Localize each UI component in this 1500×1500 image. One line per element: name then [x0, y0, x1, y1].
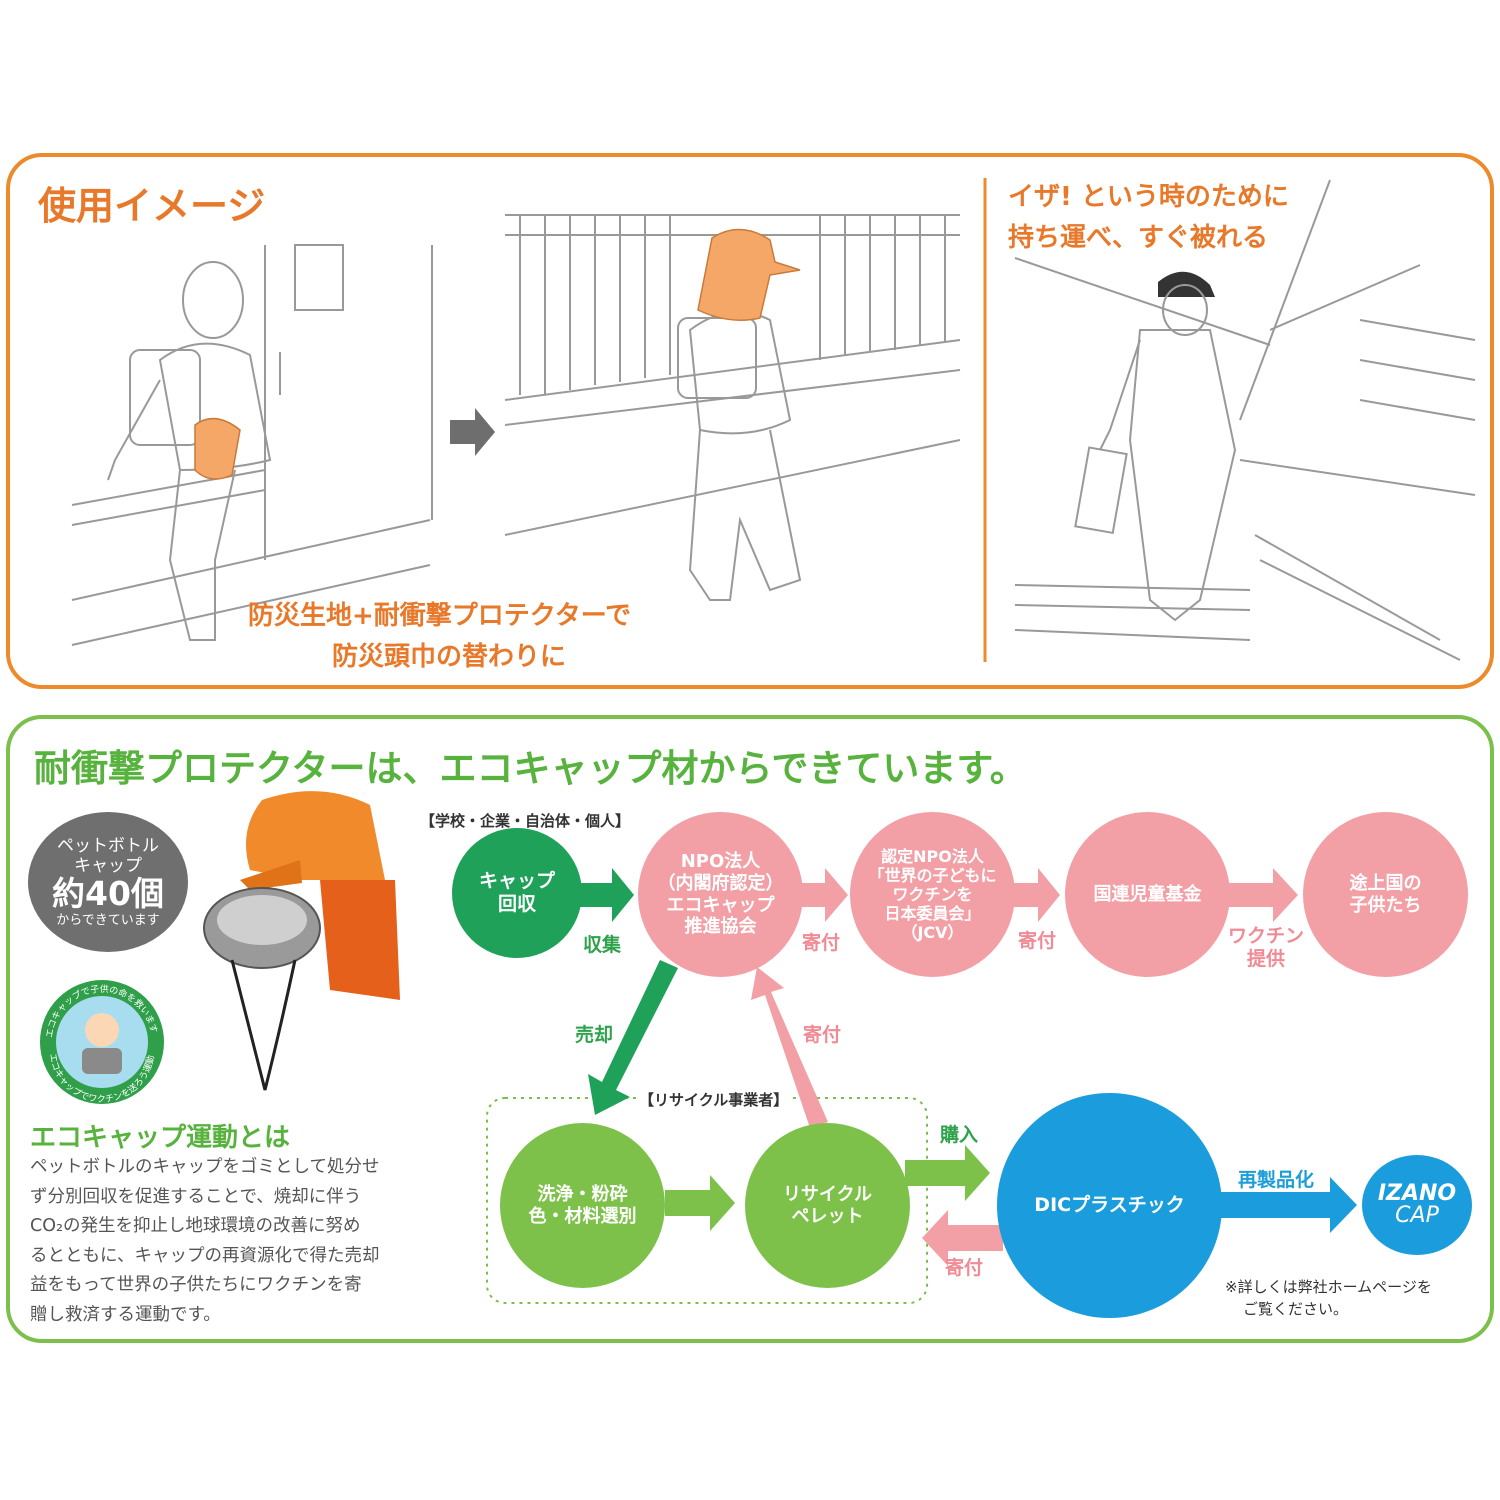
node-text: DICプラスチック	[1034, 1194, 1185, 1217]
movement-title: エコキャップ運動とは	[30, 1123, 291, 1153]
arrow-collect	[573, 868, 634, 922]
node-text: エコキャップ	[666, 894, 775, 916]
node-text: 洗浄・粉砕	[537, 1183, 628, 1205]
arrow-remanufacture	[1215, 1177, 1357, 1233]
node-text: 回収	[497, 893, 536, 915]
edge-text: 提供	[1247, 947, 1286, 970]
node-text: 日本委員会」	[884, 904, 981, 924]
right-title-line1: イザ! という時のために	[1008, 182, 1289, 212]
arrow-donate-up	[751, 967, 828, 1128]
group-top-label: 【学校・企業・自治体・個人】	[420, 812, 631, 830]
node-jcv: 認定NPO法人 「世界の子どもに ワクチンを 日本委員会」 （JCV）	[850, 812, 1015, 977]
badge-line1: ペットボトル	[57, 835, 159, 856]
footnote-line: ※詳しくは弊社ホームページを	[1225, 1278, 1432, 1296]
movement-line: ペットボトルのキャップをゴミとして処分せ	[30, 1157, 380, 1177]
scene-businessman-stairs	[1014, 179, 1476, 661]
node-text: 色・材料選別	[528, 1205, 637, 1227]
node-children: 途上国の 子供たち	[1303, 812, 1468, 977]
usage-panel	[6, 153, 1494, 689]
gray-arrow-icon	[450, 408, 495, 456]
movement-text: ペットボトルのキャップをゴミとして処分せ ず分別回収を促進することで、焼却に伴う…	[30, 1153, 379, 1330]
right-title-line2: 持ち運べ、すぐ被れる	[1008, 223, 1269, 253]
node-unicef: 国連児童基金	[1065, 812, 1230, 977]
arrow-donate2	[1010, 868, 1060, 922]
usage-title: 使用イメージ	[38, 184, 266, 228]
node-text: 「世界の子どもに	[868, 865, 997, 885]
arrow-donate1	[790, 868, 848, 922]
eco-panel	[6, 715, 1494, 1343]
node-text: ペレット	[791, 1205, 864, 1227]
badge-count: 約40個	[52, 874, 164, 914]
node-text: ワクチンを	[892, 884, 973, 904]
arrow-purchase	[905, 1145, 990, 1201]
edge-vaccine-label: ワクチン 提供	[1228, 925, 1304, 971]
arrow-donate-back	[922, 1210, 1003, 1266]
group-recycle-label: 【リサイクル事業者】	[636, 1089, 792, 1110]
edge-sell-label: 売却	[575, 1024, 614, 1046]
edge-purchase-label: 購入	[940, 1124, 979, 1146]
badge-line3: からできています	[56, 912, 160, 928]
node-text: （JCV）	[901, 923, 964, 943]
node-text: 途上国の	[1349, 872, 1422, 894]
node-text: CAP	[1395, 1203, 1439, 1228]
node-npo: NPO法人 （内閣府認定） エコキャップ 推進協会	[638, 812, 803, 977]
eco-title: 耐衝撃プロテクターは、エコキャップ材からできています。	[34, 747, 1027, 790]
movement-line: CO₂の発生を抑止し地球環境の改善に努め	[30, 1216, 361, 1236]
node-text: NPO法人	[680, 851, 761, 873]
edge-donate1-label: 寄付	[802, 932, 841, 954]
hood-bag-icon	[194, 417, 241, 480]
edge-donate-back-label: 寄付	[945, 1257, 984, 1279]
node-izano-cap: IZANO CAP	[1362, 1155, 1472, 1255]
usage-caption-line1: 防災生地+耐衝撃プロテクターで	[248, 601, 632, 631]
badge-line2: キャップ	[74, 856, 142, 877]
node-text: （内閣府認定）	[657, 872, 784, 894]
node-text: リサイクル	[782, 1183, 873, 1205]
node-wash: 洗浄・粉砕 色・材料選別	[500, 1123, 665, 1288]
eco-cap-logo: エコキャップで子供の命を救います エコキャップでワクチンを送ろう運動	[40, 980, 164, 1105]
node-dic: DICプラスチック	[997, 1093, 1222, 1318]
movement-line: ず分別回収を促進することで、焼却に伴う	[30, 1186, 362, 1207]
edge-donate2-label: 寄付	[1018, 930, 1057, 952]
orange-hood-icon	[697, 228, 801, 321]
arrow-vaccine	[1228, 868, 1298, 922]
flow-arrows	[573, 868, 1357, 1266]
edge-collect-label: 収集	[583, 934, 622, 956]
node-pellet: リサイクル ペレット	[745, 1123, 910, 1288]
arrow-sell	[588, 960, 678, 1115]
movement-line: るとともに、キャップの再資源化で得た売却	[30, 1245, 380, 1266]
businessman-head-icon	[1162, 284, 1208, 336]
bottle-cap-badge: ペットボトル キャップ 約40個 からできています	[28, 812, 188, 952]
edge-donate-up-label: 寄付	[803, 1024, 842, 1046]
movement-line: 贈し救済する運動です。	[30, 1304, 221, 1325]
node-text: キャップ	[478, 870, 555, 893]
footnote-line: ご覧ください。	[1243, 1299, 1349, 1318]
node-text: 子供たち	[1349, 894, 1422, 916]
arrow-to-pellet	[665, 1175, 735, 1231]
node-text: 推進協会	[684, 916, 757, 938]
node-text: 国連児童基金	[1093, 883, 1202, 905]
usage-caption-line2: 防災頭巾の替わりに	[332, 642, 567, 672]
node-text: IZANO	[1377, 1181, 1457, 1206]
node-cap-collect: キャップ 回収	[452, 828, 582, 958]
node-text: 認定NPO法人	[881, 846, 984, 866]
scene-child-with-bag	[71, 244, 433, 646]
footnote: ※詳しくは弊社ホームページを ご覧ください。	[1225, 1277, 1432, 1321]
hood-product-icon	[203, 791, 400, 1091]
edge-text: ワクチン	[1228, 925, 1305, 947]
movement-line: 益をもって世界の子供たちにワクチンを寄	[30, 1275, 362, 1295]
edge-remanufacture-label: 再製品化	[1238, 1169, 1315, 1191]
